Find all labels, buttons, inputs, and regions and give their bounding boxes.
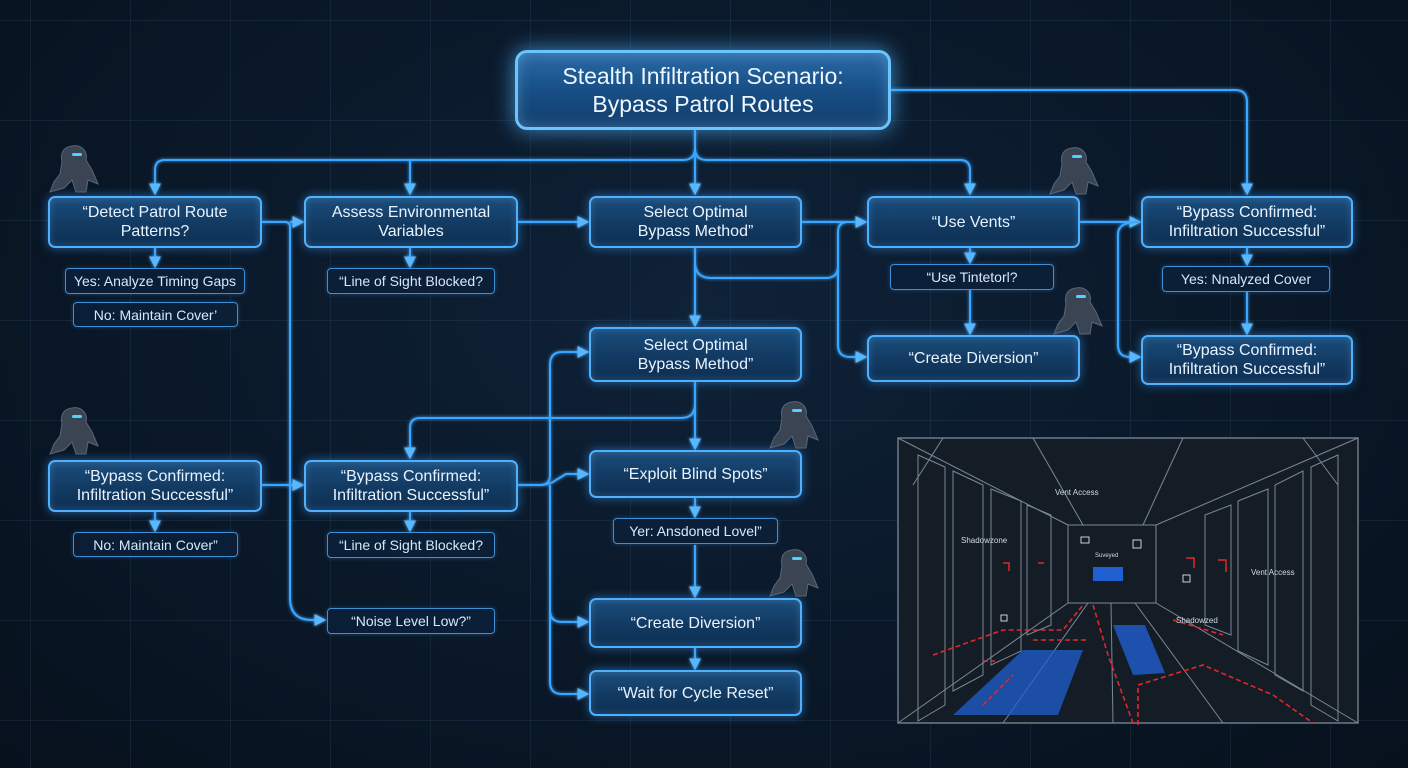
- title-line2: Bypass Patrol Routes: [592, 91, 814, 117]
- node-wait-cycle-reset[interactable]: “Wait for Cycle Reset”: [589, 670, 802, 716]
- label-use-tint: “Use Tintetorl?: [890, 264, 1054, 290]
- node-text: Bypass Method”: [637, 355, 754, 373]
- room-label-shadow-left: Shadowzone: [961, 536, 1008, 545]
- link-to-divRight: [837, 262, 868, 363]
- node-use-vents[interactable]: “Use Vents”: [867, 196, 1080, 248]
- room-label-vent-right: Vent Access: [1251, 568, 1295, 577]
- link-select2-bypassM: [404, 382, 696, 460]
- node-text: Infiltration Successful”: [76, 487, 234, 504]
- node-text: “Detect Patrol Route: [82, 204, 228, 221]
- link-fan-divMid: [549, 485, 590, 628]
- label-line-of-sight-1: “Line of Sight Blocked?: [327, 268, 495, 294]
- room-label-vent-top: Vent Access: [1055, 488, 1099, 497]
- node-text: Infiltration Successful”: [332, 487, 490, 504]
- ninja-figure-icon: [1049, 147, 1099, 195]
- link-detect-assess: [262, 221, 327, 626]
- node-text: “Create Diversion”: [630, 614, 761, 632]
- node-text: “Bypass Confirmed:: [84, 468, 226, 485]
- node-text: “Bypass Confirmed:: [1176, 342, 1318, 359]
- corridor-drawing: [897, 437, 1359, 725]
- node-text: Patterns?: [120, 223, 190, 240]
- node-text: “Bypass Confirmed:: [1176, 204, 1318, 221]
- link-title-detect: [149, 130, 696, 196]
- title-line1: Stealth Infiltration Scenario:: [562, 63, 844, 89]
- ninja-figure-icon: [769, 549, 819, 597]
- node-text: “Use Vents”: [931, 213, 1016, 231]
- node-text: Select Optimal: [643, 336, 748, 354]
- node-text: Infiltration Successful”: [1168, 361, 1326, 378]
- node-create-diversion-mid[interactable]: “Create Diversion”: [589, 598, 802, 648]
- node-text: Bypass Method”: [637, 223, 754, 240]
- link-select1-right: [694, 221, 849, 279]
- label-no-cover-2: No: Maintain Cover”: [73, 532, 238, 557]
- label-yes-cover: Yes: Nnalyzed Cover: [1162, 266, 1330, 292]
- node-text: “Create Diversion”: [908, 350, 1039, 367]
- title-node[interactable]: Stealth Infiltration Scenario: Bypass Pa…: [515, 50, 891, 130]
- node-exploit-blind-spots[interactable]: “Exploit Blind Spots”: [589, 450, 802, 498]
- node-bypass-confirmed-tr2[interactable]: “Bypass Confirmed: Infiltration Successfu…: [1141, 335, 1353, 385]
- node-text: Infiltration Successful”: [1168, 223, 1326, 240]
- link-title-vents: [694, 147, 976, 196]
- node-text: “Bypass Confirmed:: [340, 468, 482, 485]
- link-left-bypassTR2: [1117, 221, 1142, 363]
- node-text: Select Optimal: [643, 204, 748, 221]
- room-label-center-box: Suveyed: [1095, 553, 1119, 559]
- room-label-shadow-right: Shadowzed: [1176, 616, 1218, 625]
- label-yes-timing: Yes: Analyze Timing Gaps: [65, 268, 245, 294]
- corridor-schematic: Vent Access Vent Access Shadowzone Shado…: [883, 425, 1373, 725]
- node-text: Assess Environmental: [331, 204, 491, 221]
- node-text: Variables: [378, 223, 444, 240]
- label-no-cover-1: No: Maintain Cover’: [73, 302, 238, 327]
- link-fan-wait: [549, 610, 590, 700]
- node-bypass-confirmed-tr1[interactable]: “Bypass Confirmed: Infiltration Successfu…: [1141, 196, 1353, 248]
- node-bypass-confirmed-left[interactable]: “Bypass Confirmed: Infiltration Successfu…: [48, 460, 262, 512]
- ninja-figure-icon: [1053, 287, 1103, 335]
- link-title-bypassTR1: [890, 89, 1253, 196]
- label-yes-abandoned: Yer: Ansdoned Lovel”: [613, 518, 778, 544]
- ninja-figure-icon: [49, 407, 99, 455]
- link-fan-blind: [539, 468, 590, 486]
- node-create-diversion-right[interactable]: “Create Diversion”: [867, 335, 1080, 382]
- node-bypass-confirmed-mid[interactable]: “Bypass Confirmed: Infiltration Successfu…: [304, 460, 518, 512]
- label-noise-level: “Noise Level Low?”: [327, 608, 495, 634]
- ninja-figure-icon: [49, 145, 99, 193]
- label-line-of-sight-2: “Line of Sight Blocked?: [327, 532, 495, 558]
- node-text: “Exploit Blind Spots”: [623, 465, 768, 483]
- node-text: “Wait for Cycle Reset”: [617, 684, 774, 702]
- ninja-figure-icon: [769, 401, 819, 449]
